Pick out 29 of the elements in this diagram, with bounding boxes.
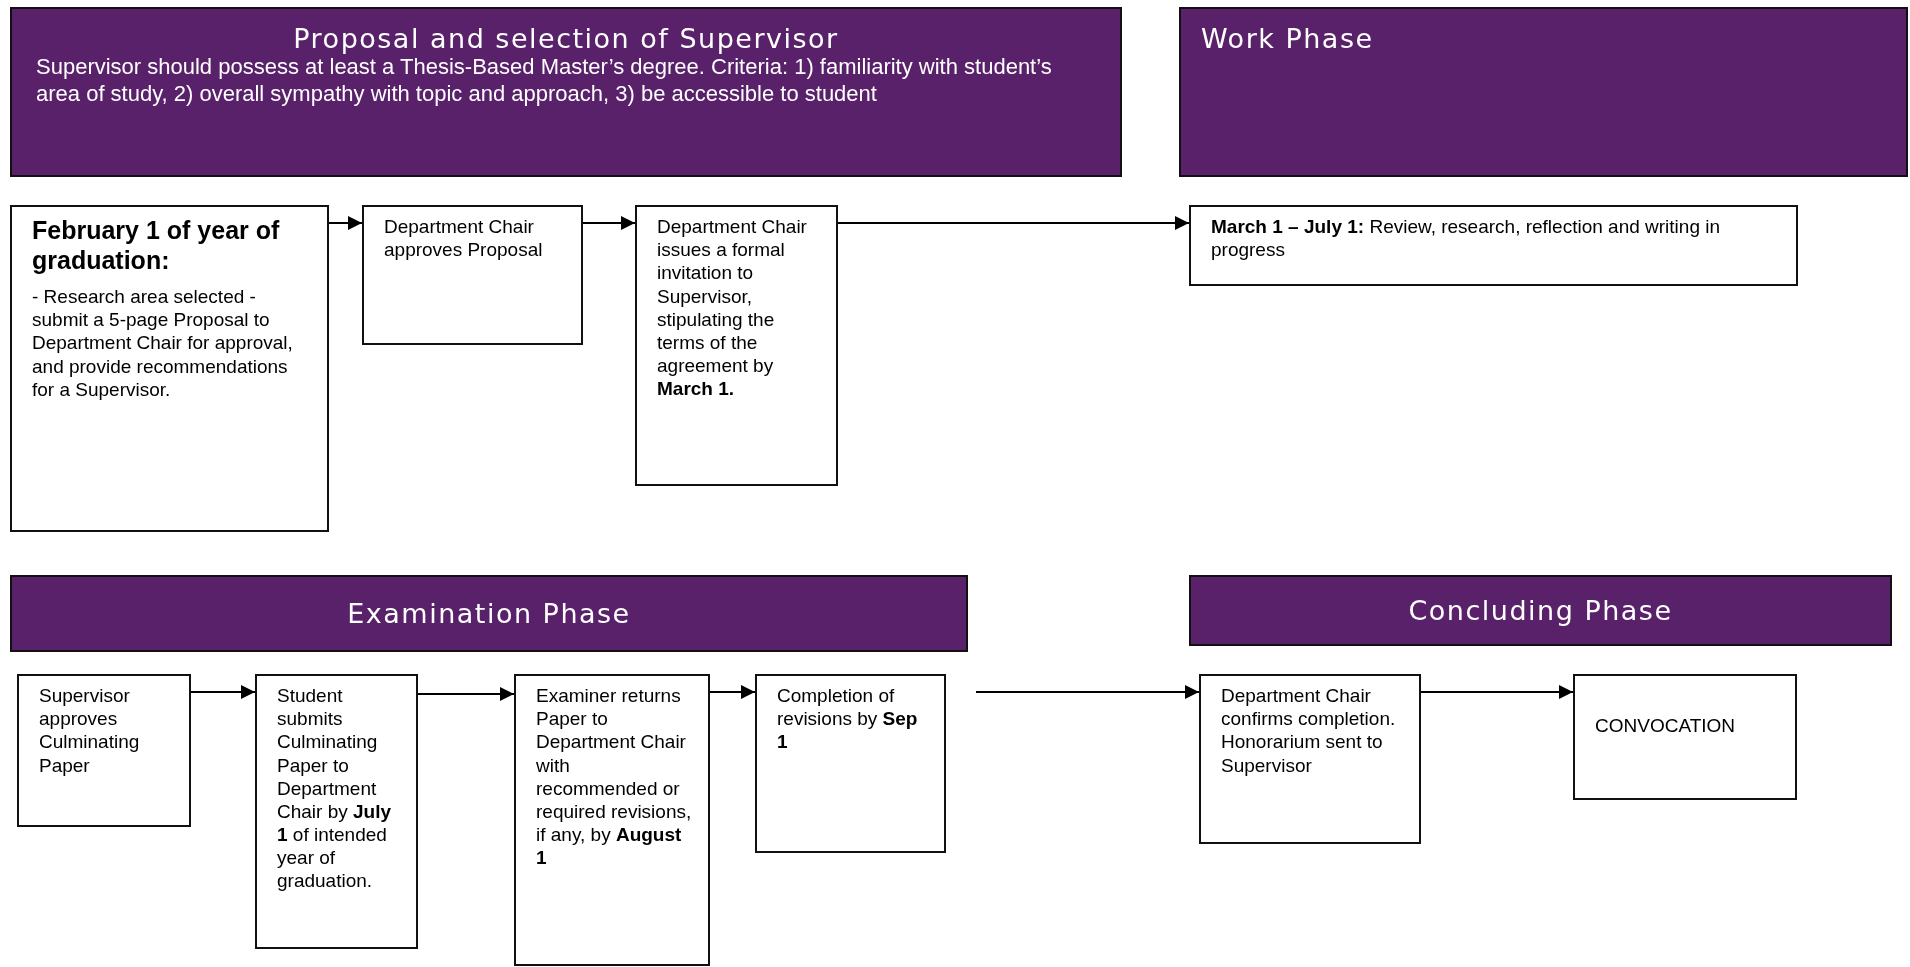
arrow: [975, 685, 1200, 699]
phase-title: Concluding Phase: [1408, 595, 1673, 626]
arrow: [1420, 685, 1574, 699]
process-box: Student submits Culminating Paper to Department Chair by July 1 of intended year of graduation.: [255, 674, 418, 949]
phase-description: Supervisor should possess at least a Thesis-Based Master’s degree. Criteria: 1) familiarity with student’s area of study, 2) overall sympathy with topic and approach, 3) be accessible to student: [36, 54, 1053, 108]
arrow: [837, 216, 1190, 230]
phase-title: Examination Phase: [347, 598, 631, 629]
process-box: CONVOCATION: [1573, 674, 1797, 800]
arrow: [709, 685, 756, 699]
phase-banner: [10, 7, 1122, 177]
phase-banner: [10, 575, 968, 652]
phase-title: Proposal and selection of Supervisor: [292, 23, 840, 54]
arrow: [417, 687, 515, 701]
process-box: March 1 – July 1: Review, research, reflection and writing in progress: [1189, 205, 1798, 286]
process-box: Department Chair approves Proposal: [362, 205, 583, 345]
process-box: Supervisor approves Culminating Paper: [17, 674, 191, 827]
step-text: - Research area selected - submit a 5-page Proposal to Department Chair for approval, and provide recommendations for a Supervisor.: [32, 285, 294, 401]
process-box: [10, 205, 329, 532]
phase-banner: [1179, 7, 1908, 177]
process-box: Completion of revisions by Sep 1: [755, 674, 946, 853]
arrow: [582, 216, 636, 230]
process-box: Department Chair issues a formal invitation to Supervisor, stipulating the terms of the agreement by March 1.: [635, 205, 838, 486]
phase-banner: [1189, 575, 1892, 646]
arrow: [328, 216, 363, 230]
process-box: Department Chair confirms completion. Honorarium sent to Supervisor: [1199, 674, 1421, 844]
step-heading: February 1 of year of graduation:: [32, 215, 281, 275]
phase-title: Work Phase: [1201, 23, 1375, 54]
arrow: [190, 685, 256, 699]
process-box: Examiner returns Paper to Department Chair with recommended or required revisions, if any, by August 1: [514, 674, 710, 966]
